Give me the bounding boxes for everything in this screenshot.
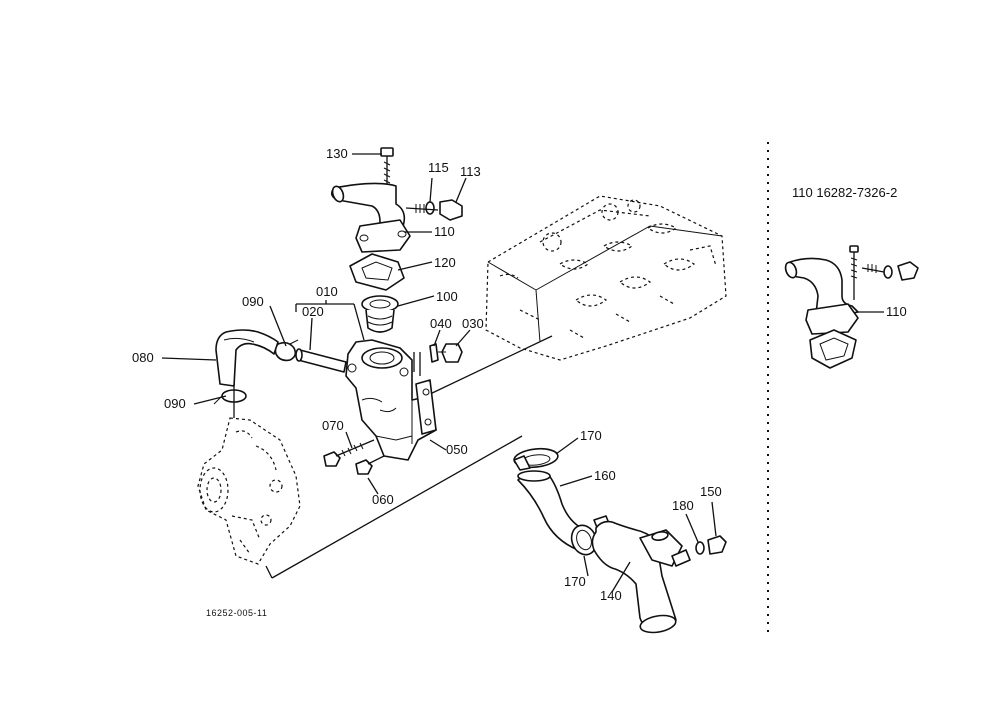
inset-water-flange-110 <box>784 245 919 369</box>
label-170-upper: 170 <box>580 428 602 443</box>
hose-080 <box>215 329 279 387</box>
thermostat-housing-010 <box>345 339 437 461</box>
label-140: 140 <box>600 588 622 603</box>
gasket-120 <box>349 253 405 291</box>
label-115: 115 <box>428 160 449 175</box>
label-150: 150 <box>700 484 722 499</box>
bolt-060 <box>355 455 385 475</box>
guide-line-housing-to-block <box>427 335 553 396</box>
plug-030 <box>438 343 463 363</box>
bolt-113 <box>405 199 463 221</box>
pipe-020 <box>295 348 347 373</box>
label-030: 030 <box>462 316 484 331</box>
washer-180 <box>695 541 705 555</box>
thermostat-100 <box>361 295 399 333</box>
guide-line-pump-tail <box>265 565 273 579</box>
leader-lines <box>161 153 717 593</box>
label-160: 160 <box>594 468 616 483</box>
water-flange-110 <box>330 182 411 253</box>
water-pump <box>197 417 301 565</box>
label-170-lower: 170 <box>564 574 586 589</box>
label-080: 080 <box>132 350 154 365</box>
inset-caption: 110 16282-7326-2 <box>792 185 897 200</box>
label-120: 120 <box>434 255 456 270</box>
label-130: 130 <box>326 146 348 161</box>
label-180: 180 <box>672 498 694 513</box>
clamp-090-upper <box>274 339 299 362</box>
drawing-code: 16252-005-11 <box>206 608 267 618</box>
label-070: 070 <box>322 418 344 433</box>
label-060: 060 <box>372 492 394 507</box>
washer-115 <box>425 201 435 215</box>
label-040: 040 <box>430 316 452 331</box>
inset-label-110: 110 <box>886 304 907 319</box>
label-100: 100 <box>436 289 458 304</box>
bolt-070 <box>323 439 375 467</box>
clamp-170-upper <box>513 447 559 471</box>
label-113: 113 <box>460 164 481 179</box>
label-020: 020 <box>302 304 324 319</box>
label-090-lower: 090 <box>164 396 186 411</box>
clamp-090-lower <box>213 384 247 418</box>
pipe-140 <box>591 520 691 634</box>
hose-160 <box>517 470 587 551</box>
plug-150 <box>707 535 727 555</box>
label-110: 110 <box>434 224 455 239</box>
label-010: 010 <box>316 284 338 299</box>
washer-040 <box>429 343 439 363</box>
part-labels: 130 115 113 110 120 100 010 020 090 080 … <box>132 146 722 603</box>
label-050: 050 <box>446 442 468 457</box>
label-090-upper: 090 <box>242 294 264 309</box>
engine-block <box>485 195 727 361</box>
guide-line-pump-to-pipe <box>271 435 523 579</box>
